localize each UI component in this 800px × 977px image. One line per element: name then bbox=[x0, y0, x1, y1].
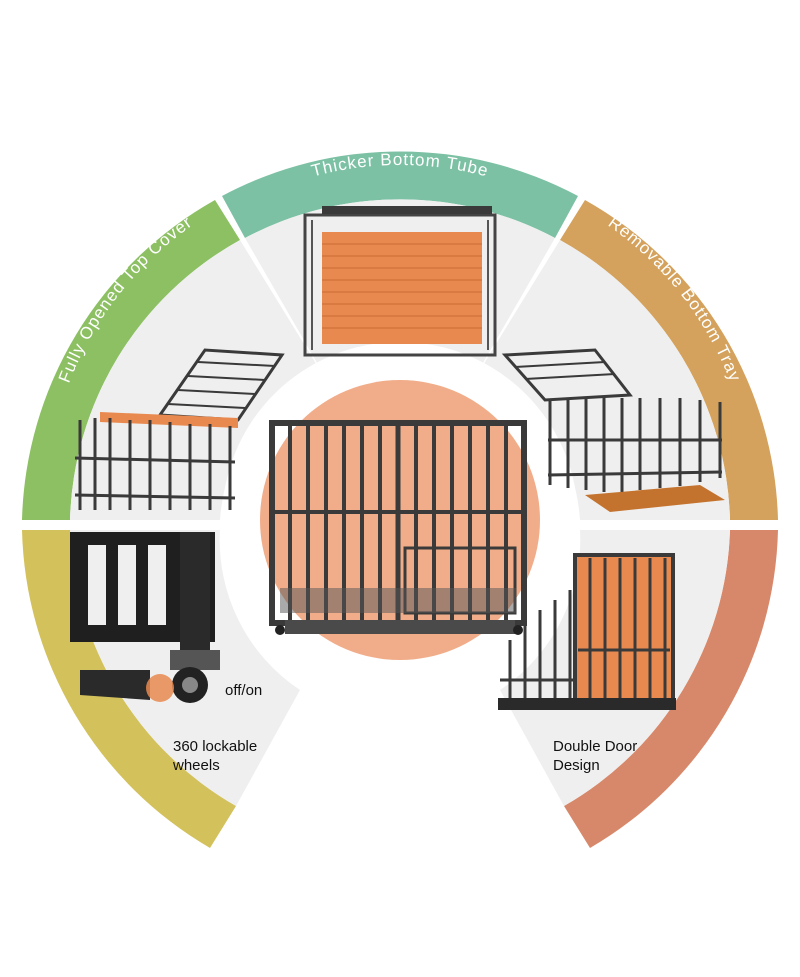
ring-segment-top bbox=[222, 151, 578, 238]
cage-open-cover-image bbox=[74, 348, 285, 510]
wheel-toggle-label: off/on bbox=[225, 682, 263, 699]
ring-segment-top-right bbox=[560, 200, 778, 520]
wheel-closeup-image bbox=[70, 532, 220, 703]
panel-top-right bbox=[480, 240, 730, 520]
panel-top-left bbox=[70, 240, 320, 520]
double-door-feature-label: Double Door Design bbox=[553, 737, 637, 775]
door-label-line1: Double Door bbox=[553, 738, 638, 755]
ring-segment-top-left bbox=[22, 200, 240, 520]
ring-segment-bottom-right bbox=[564, 530, 778, 848]
wheels-feature-label: 360 lockable wheels bbox=[173, 737, 257, 775]
wheels-label-line1: 360 lockable bbox=[173, 738, 258, 755]
wheels-label-line2: wheels bbox=[173, 757, 220, 774]
cage-removable-tray-image bbox=[501, 348, 725, 512]
cage-top-view-image bbox=[303, 206, 497, 357]
door-label-line2: Design bbox=[553, 757, 600, 774]
main-cage-image bbox=[269, 420, 527, 635]
double-door-cage-image bbox=[498, 553, 676, 710]
